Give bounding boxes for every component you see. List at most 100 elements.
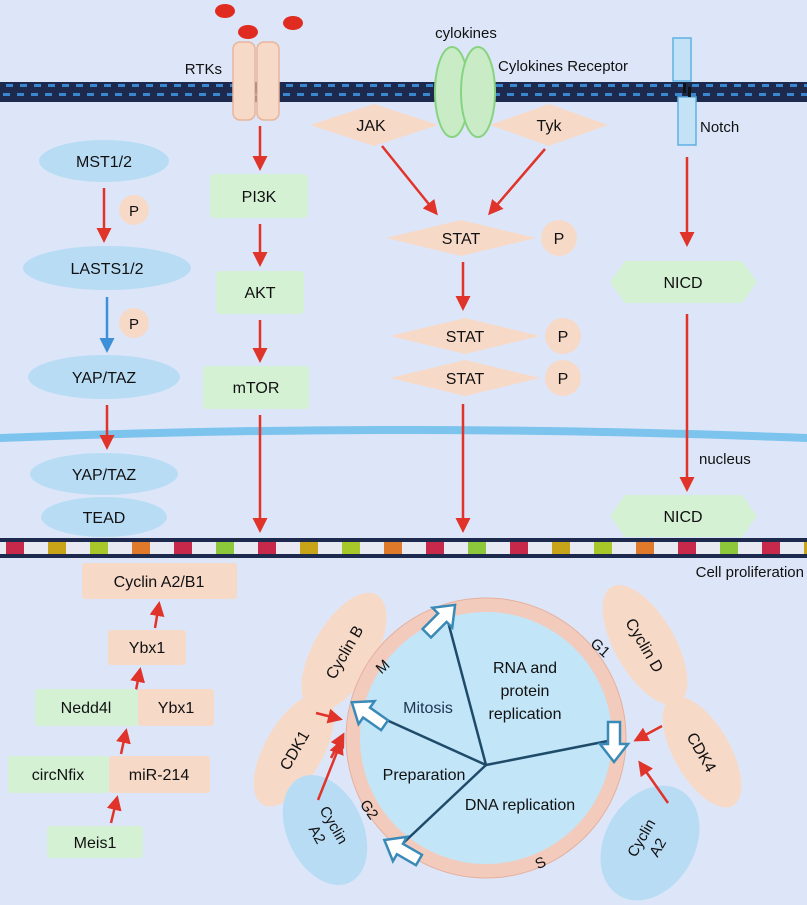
cdk1-ellipse: [253, 693, 335, 807]
yap-taz-node: [28, 355, 180, 399]
dna-block: [6, 542, 24, 554]
cycle-arrow-g1-s: [597, 720, 631, 765]
mir214-label: miR-214: [129, 767, 190, 784]
arrow-tyk-stat: [488, 148, 546, 216]
cytokines-receptor-label: Cylokines Receptor: [498, 58, 628, 75]
nicd-node: [610, 261, 757, 303]
ligand-dot: [215, 4, 235, 18]
tyk-label: Tyk: [537, 118, 563, 135]
phospho-circle: [119, 308, 149, 338]
cyclin-a2b1-node: [82, 563, 237, 599]
dna-block: [678, 542, 696, 554]
dna-band: [0, 538, 807, 558]
arrow-cyclin-a2-right: [638, 760, 670, 804]
arrow-cdk4-g1: [633, 724, 663, 742]
hippo-pathway: MST1/2 P LASTS1/2 P YAP/TAZ YAP/TAZ TEAD: [23, 140, 191, 537]
lats-label: LASTS1/2: [71, 261, 144, 278]
nedd4l-label: Nedd4l: [61, 700, 112, 717]
yap-taz-nuclear-node: [30, 453, 178, 495]
dna-block: [552, 542, 570, 554]
phospho-circle: [541, 220, 577, 256]
stat-dimer-label: STAT: [446, 329, 485, 346]
notch-receptor: [672, 37, 697, 146]
mtor-label: mTOR: [233, 380, 280, 397]
nucleus-label: nucleus: [699, 451, 751, 468]
preparation-label: Preparation: [383, 767, 466, 784]
dna-block: [720, 542, 738, 554]
jak-node: [310, 104, 438, 146]
pi3k-node: [210, 174, 308, 218]
mst-node: [39, 140, 169, 182]
stat-dimer-node: [390, 360, 540, 396]
cyclin-a2-left-ellipse: [282, 775, 368, 885]
cell-cycle-inner: [360, 612, 612, 864]
dna-block: [300, 542, 318, 554]
jak-stat-pathway: JAK Tyk STAT P STAT P STAT P: [310, 104, 608, 533]
ybx1-label: Ybx1: [158, 700, 195, 717]
lats-node: [23, 246, 191, 290]
phospho-label: P: [129, 203, 139, 220]
dna-block: [510, 542, 528, 554]
rtk-receptor: [232, 41, 280, 121]
yap-taz-nuclear-label: YAP/TAZ: [72, 467, 137, 484]
stat-dimer-node: [390, 318, 540, 354]
mir214-node: [109, 756, 210, 793]
cycle-arrows: [350, 603, 631, 867]
cyclin-a2-right-label-2: A2: [646, 836, 670, 860]
ligand-dot: [238, 25, 258, 39]
phospho-label: P: [554, 231, 565, 248]
dna-block: [468, 542, 486, 554]
cyclin-a2b1-label: Cyclin A2/B1: [114, 574, 205, 591]
cycle-arrow-m-g1: [420, 603, 457, 640]
phospho-circle: [545, 360, 581, 396]
cell-cycle: Cyclin B CDK1 Cyclin A2 Cyclin D CDK4 Cy…: [253, 585, 742, 901]
rna-label-3: replication: [489, 706, 562, 723]
meis1-label: Meis1: [74, 835, 117, 852]
nedd4l-node: [35, 689, 138, 726]
akt-node: [216, 271, 304, 314]
notch-label: Notch: [700, 119, 739, 136]
dna-block: [342, 542, 360, 554]
stat-node: [386, 220, 536, 256]
circnfix-node: [8, 756, 109, 793]
plasma-membrane: [0, 82, 807, 102]
mst-label: MST1/2: [76, 154, 132, 171]
akt-label: AKT: [244, 285, 275, 302]
cyclin-d-ellipse: [602, 585, 688, 705]
dna-block: [426, 542, 444, 554]
phospho-label: P: [558, 371, 569, 388]
arrow-ybx1-ybx1: [130, 667, 146, 691]
mtor-node: [203, 366, 309, 409]
cyclin-b-ellipse: [301, 592, 387, 712]
dna-block: [90, 542, 108, 554]
yap-taz-label: YAP/TAZ: [72, 370, 137, 387]
cell-proliferation-label: Cell proliferation: [696, 564, 804, 581]
phospho-label: P: [129, 316, 139, 333]
ybx1-node: [138, 689, 214, 726]
dna-block: [132, 542, 150, 554]
rtk-ligands: [215, 4, 303, 39]
regulator-cascade: Cyclin A2/B1 Ybx1 Nedd4l Ybx1 circNfix m…: [8, 563, 237, 858]
stat-dimer-label: STAT: [446, 371, 485, 388]
rna-label-1: RNA and: [493, 660, 557, 677]
arrow-cdk1-m: [315, 708, 343, 724]
arrow-jak-stat: [381, 145, 438, 216]
rtks-label: RTKs: [185, 61, 222, 78]
pi3k-label: PI3K: [242, 189, 277, 206]
cyclin-a2-left-label-2: A2: [305, 823, 329, 847]
cytokine-receptor: [434, 46, 496, 138]
nicd-label: NICD: [663, 275, 702, 292]
tead-label: TEAD: [83, 510, 126, 527]
arrow-ybx1-cyclin: [149, 601, 165, 629]
ligand-dot: [283, 16, 303, 30]
ybx1-top-node: [108, 630, 186, 665]
tead-node: [41, 497, 167, 537]
notch-pathway: NICD nucleus NICD: [610, 157, 757, 537]
ybx1-top-label: Ybx1: [129, 640, 166, 657]
stat-label: STAT: [442, 231, 481, 248]
tyk-node: [490, 104, 608, 146]
jak-label: JAK: [356, 118, 386, 135]
phospho-circle: [119, 195, 149, 225]
arrow-meis1-mir214: [106, 795, 122, 824]
circnfix-label: circNfix: [32, 767, 84, 784]
